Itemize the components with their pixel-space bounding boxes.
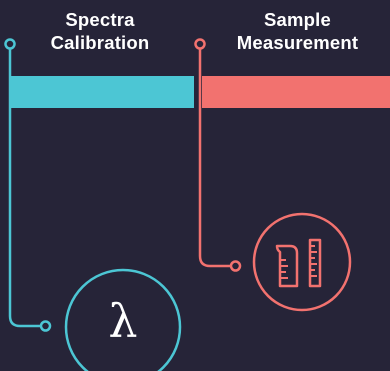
stage-label-line2: Calibration: [50, 32, 150, 53]
lambda-icon-circle: [64, 268, 182, 371]
calibration-connector: [4, 38, 182, 371]
lambda-icon: λ: [108, 294, 138, 348]
beaker-ruler-icon: [275, 238, 322, 288]
measurement-line: [198, 48, 231, 268]
stage-label-line1: Spectra: [65, 9, 135, 30]
stage-label-line2: Measurement: [236, 32, 359, 53]
stage-label-line1: Sample: [263, 9, 331, 30]
calibration-start-node: [4, 38, 16, 50]
beaker-ruler-icon-circle: [252, 212, 352, 312]
stage-label-sample-measurement: Sample Measurement: [200, 8, 390, 54]
measurement-bar: [202, 76, 390, 108]
calibration-bar: [10, 76, 194, 108]
measurement-connector: [194, 38, 352, 312]
measurement-start-node: [194, 38, 206, 50]
calibration-end-node: [39, 320, 52, 332]
stage-label-spectra-calibration: Spectra Calibration: [5, 8, 195, 54]
calibration-line: [8, 48, 41, 328]
measurement-end-node: [229, 260, 242, 272]
